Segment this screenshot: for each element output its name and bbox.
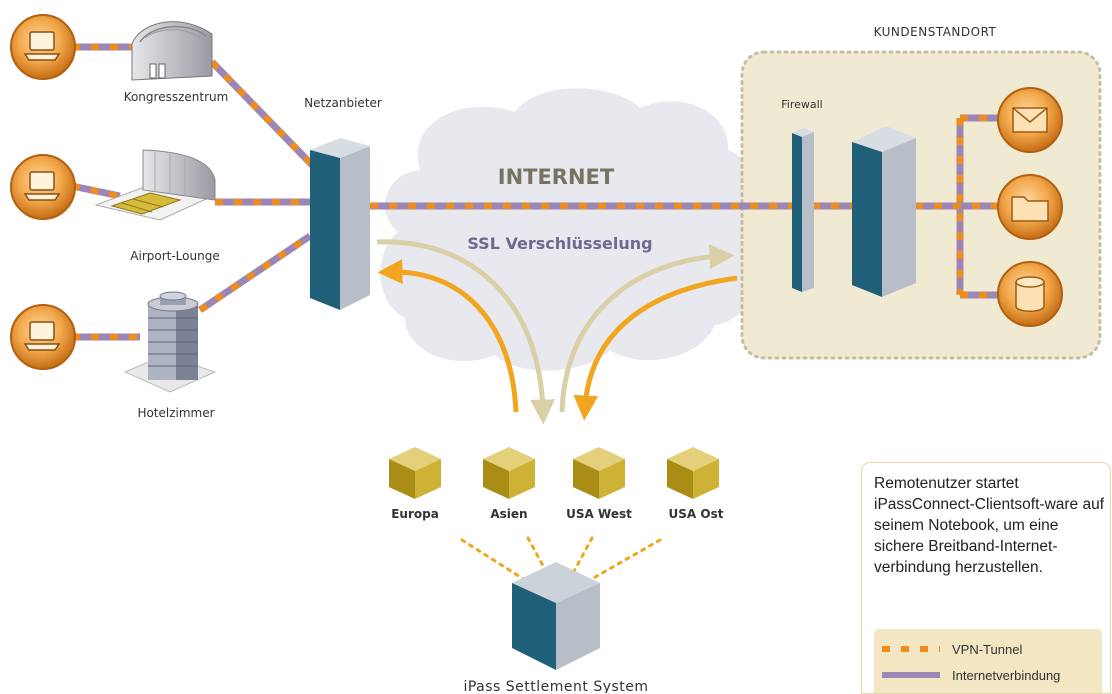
region-cube-europa [389, 447, 441, 499]
note-text: Remotenutzer startet iPassConnect-Client… [874, 475, 1105, 576]
label-airport-lounge: Airport-Lounge [130, 249, 219, 263]
label-firewall: Firewall [781, 98, 822, 111]
region-cube-usa-ost [667, 447, 719, 499]
legend: VPN-Tunnel Internetverbindung [874, 629, 1102, 693]
flow-arrows [376, 239, 738, 425]
label-usa-ost: USA Ost [669, 507, 724, 521]
region-cube-usa-west [573, 447, 625, 499]
label-settlement: iPass Settlement System [463, 679, 648, 693]
label-usa-west: USA West [566, 507, 632, 521]
provider-server-icon [310, 138, 370, 310]
laptop-icon-airport [10, 154, 76, 220]
connection-lines [71, 43, 1000, 341]
region-cube-asien [483, 447, 535, 499]
label-ssl: SSL Verschlüsselung [467, 234, 652, 253]
legend-swatch-internet [882, 672, 940, 678]
firewall-icon [792, 128, 814, 292]
convention-center-icon [131, 21, 213, 81]
laptop-icon-kongress [10, 14, 76, 80]
label-hotelzimmer: Hotelzimmer [137, 406, 214, 420]
mail-icon [997, 87, 1063, 153]
label-europa: Europa [391, 507, 439, 521]
label-kongresszentrum: Kongresszentrum [124, 90, 229, 104]
label-kundenstandort: KUNDENSTANDORT [874, 25, 997, 39]
customer-server-icon [852, 126, 916, 297]
folder-icon [997, 174, 1063, 240]
label-asien: Asien [490, 507, 527, 521]
label-internet: INTERNET [498, 165, 615, 189]
legend-swatch-vpn [882, 646, 940, 652]
legend-label-internet: Internetverbindung [952, 667, 1061, 683]
settlement-server-icon [512, 562, 600, 670]
database-icon [997, 261, 1063, 327]
label-netzanbieter: Netzanbieter [304, 96, 382, 110]
laptop-icon-hotel [10, 304, 76, 370]
internet-cloud [380, 88, 761, 371]
info-note: Remotenutzer startet iPassConnect-Client… [861, 462, 1111, 694]
legend-row-vpn: VPN-Tunnel [882, 639, 1022, 659]
legend-row-internet: Internetverbindung [882, 665, 1060, 685]
hotel-icon [123, 291, 217, 393]
legend-label-vpn: VPN-Tunnel [952, 641, 1023, 657]
airport-lounge-icon [94, 149, 217, 221]
